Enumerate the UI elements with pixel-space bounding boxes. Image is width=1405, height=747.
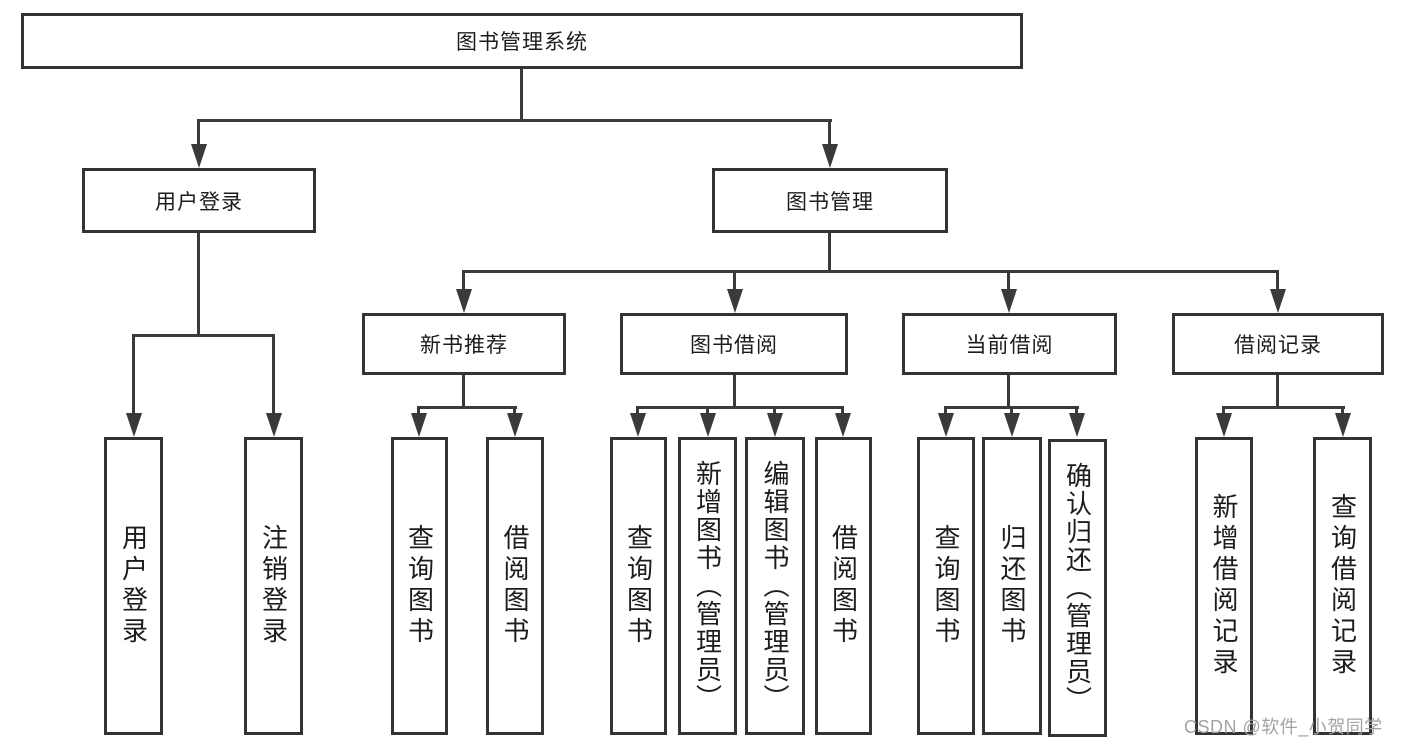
connector-line bbox=[828, 119, 831, 149]
connector-line bbox=[636, 406, 639, 418]
node-borrow-books-recommend: 借阅图书 bbox=[486, 437, 544, 735]
arrow-down-icon bbox=[1001, 289, 1017, 313]
connector-line bbox=[733, 373, 736, 409]
connector-line bbox=[1341, 406, 1344, 418]
connector-line bbox=[132, 334, 275, 337]
connector-line bbox=[462, 373, 465, 409]
node-user-login: 用户登录 bbox=[82, 168, 316, 233]
connector-line bbox=[1007, 373, 1010, 409]
arrow-down-icon bbox=[1069, 413, 1085, 437]
arrow-down-icon bbox=[767, 413, 783, 437]
connector-line bbox=[197, 119, 200, 149]
node-query-books-borrowing: 查询图书 bbox=[610, 437, 667, 735]
node-book-borrowing: 图书借阅 bbox=[620, 313, 848, 375]
connector-line bbox=[272, 334, 275, 418]
node-current-borrowing: 当前借阅 bbox=[902, 313, 1117, 375]
arrow-down-icon bbox=[266, 413, 282, 437]
connector-line bbox=[520, 66, 523, 122]
connector-line bbox=[733, 270, 736, 295]
node-confirm-return-admin: 确认归还（管理员） bbox=[1048, 439, 1107, 737]
node-query-books-current: 查询图书 bbox=[917, 437, 975, 735]
connector-line bbox=[1276, 270, 1279, 295]
node-edit-books-admin: 编辑图书（管理员） bbox=[745, 437, 805, 735]
connector-line bbox=[462, 270, 1279, 273]
arrow-down-icon bbox=[1004, 413, 1020, 437]
arrow-down-icon bbox=[835, 413, 851, 437]
node-new-book-recommendation: 新书推荐 bbox=[362, 313, 566, 375]
arrow-down-icon bbox=[456, 289, 472, 313]
node-library-management-system: 图书管理系统 bbox=[21, 13, 1023, 69]
connector-line bbox=[1007, 270, 1010, 295]
arrow-down-icon bbox=[191, 144, 207, 168]
arrow-down-icon bbox=[1270, 289, 1286, 313]
connector-line bbox=[513, 406, 516, 418]
connector-line bbox=[636, 406, 844, 409]
arrow-down-icon bbox=[727, 289, 743, 313]
arrow-down-icon bbox=[1335, 413, 1351, 437]
connector-line bbox=[828, 231, 831, 273]
node-add-borrow-record: 新增借阅记录 bbox=[1195, 437, 1253, 735]
connector-line bbox=[1075, 406, 1078, 418]
connector-line bbox=[1222, 406, 1225, 418]
connector-line bbox=[841, 406, 844, 418]
node-add-books-admin: 新增图书（管理员） bbox=[678, 437, 737, 735]
connector-line bbox=[417, 406, 420, 418]
node-query-books-recommend: 查询图书 bbox=[391, 437, 448, 735]
arrow-down-icon bbox=[630, 413, 646, 437]
connector-line bbox=[773, 406, 776, 418]
watermark-text: CSDN @软件_小贺同学 bbox=[1184, 717, 1383, 737]
node-leaf-logout-login: 注销登录 bbox=[244, 437, 303, 735]
connector-line bbox=[132, 334, 135, 418]
node-book-management: 图书管理 bbox=[712, 168, 948, 233]
connector-line bbox=[944, 406, 947, 418]
arrow-down-icon bbox=[1216, 413, 1232, 437]
connector-line bbox=[706, 406, 709, 418]
arrow-down-icon bbox=[411, 413, 427, 437]
connector-line bbox=[417, 406, 517, 409]
arrow-down-icon bbox=[822, 144, 838, 168]
node-borrowing-records: 借阅记录 bbox=[1172, 313, 1384, 375]
connector-line bbox=[197, 231, 200, 337]
arrow-down-icon bbox=[700, 413, 716, 437]
node-leaf-user-login: 用户登录 bbox=[104, 437, 163, 735]
node-borrow-books-borrowing: 借阅图书 bbox=[815, 437, 872, 735]
node-query-borrow-record: 查询借阅记录 bbox=[1313, 437, 1372, 735]
connector-line bbox=[1276, 373, 1279, 409]
arrow-down-icon bbox=[507, 413, 523, 437]
node-return-books: 归还图书 bbox=[982, 437, 1042, 735]
connector-line bbox=[197, 119, 832, 122]
arrow-down-icon bbox=[938, 413, 954, 437]
arrow-down-icon bbox=[126, 413, 142, 437]
connector-line bbox=[1010, 406, 1013, 418]
connector-line bbox=[1222, 406, 1345, 409]
connector-line bbox=[462, 270, 465, 295]
